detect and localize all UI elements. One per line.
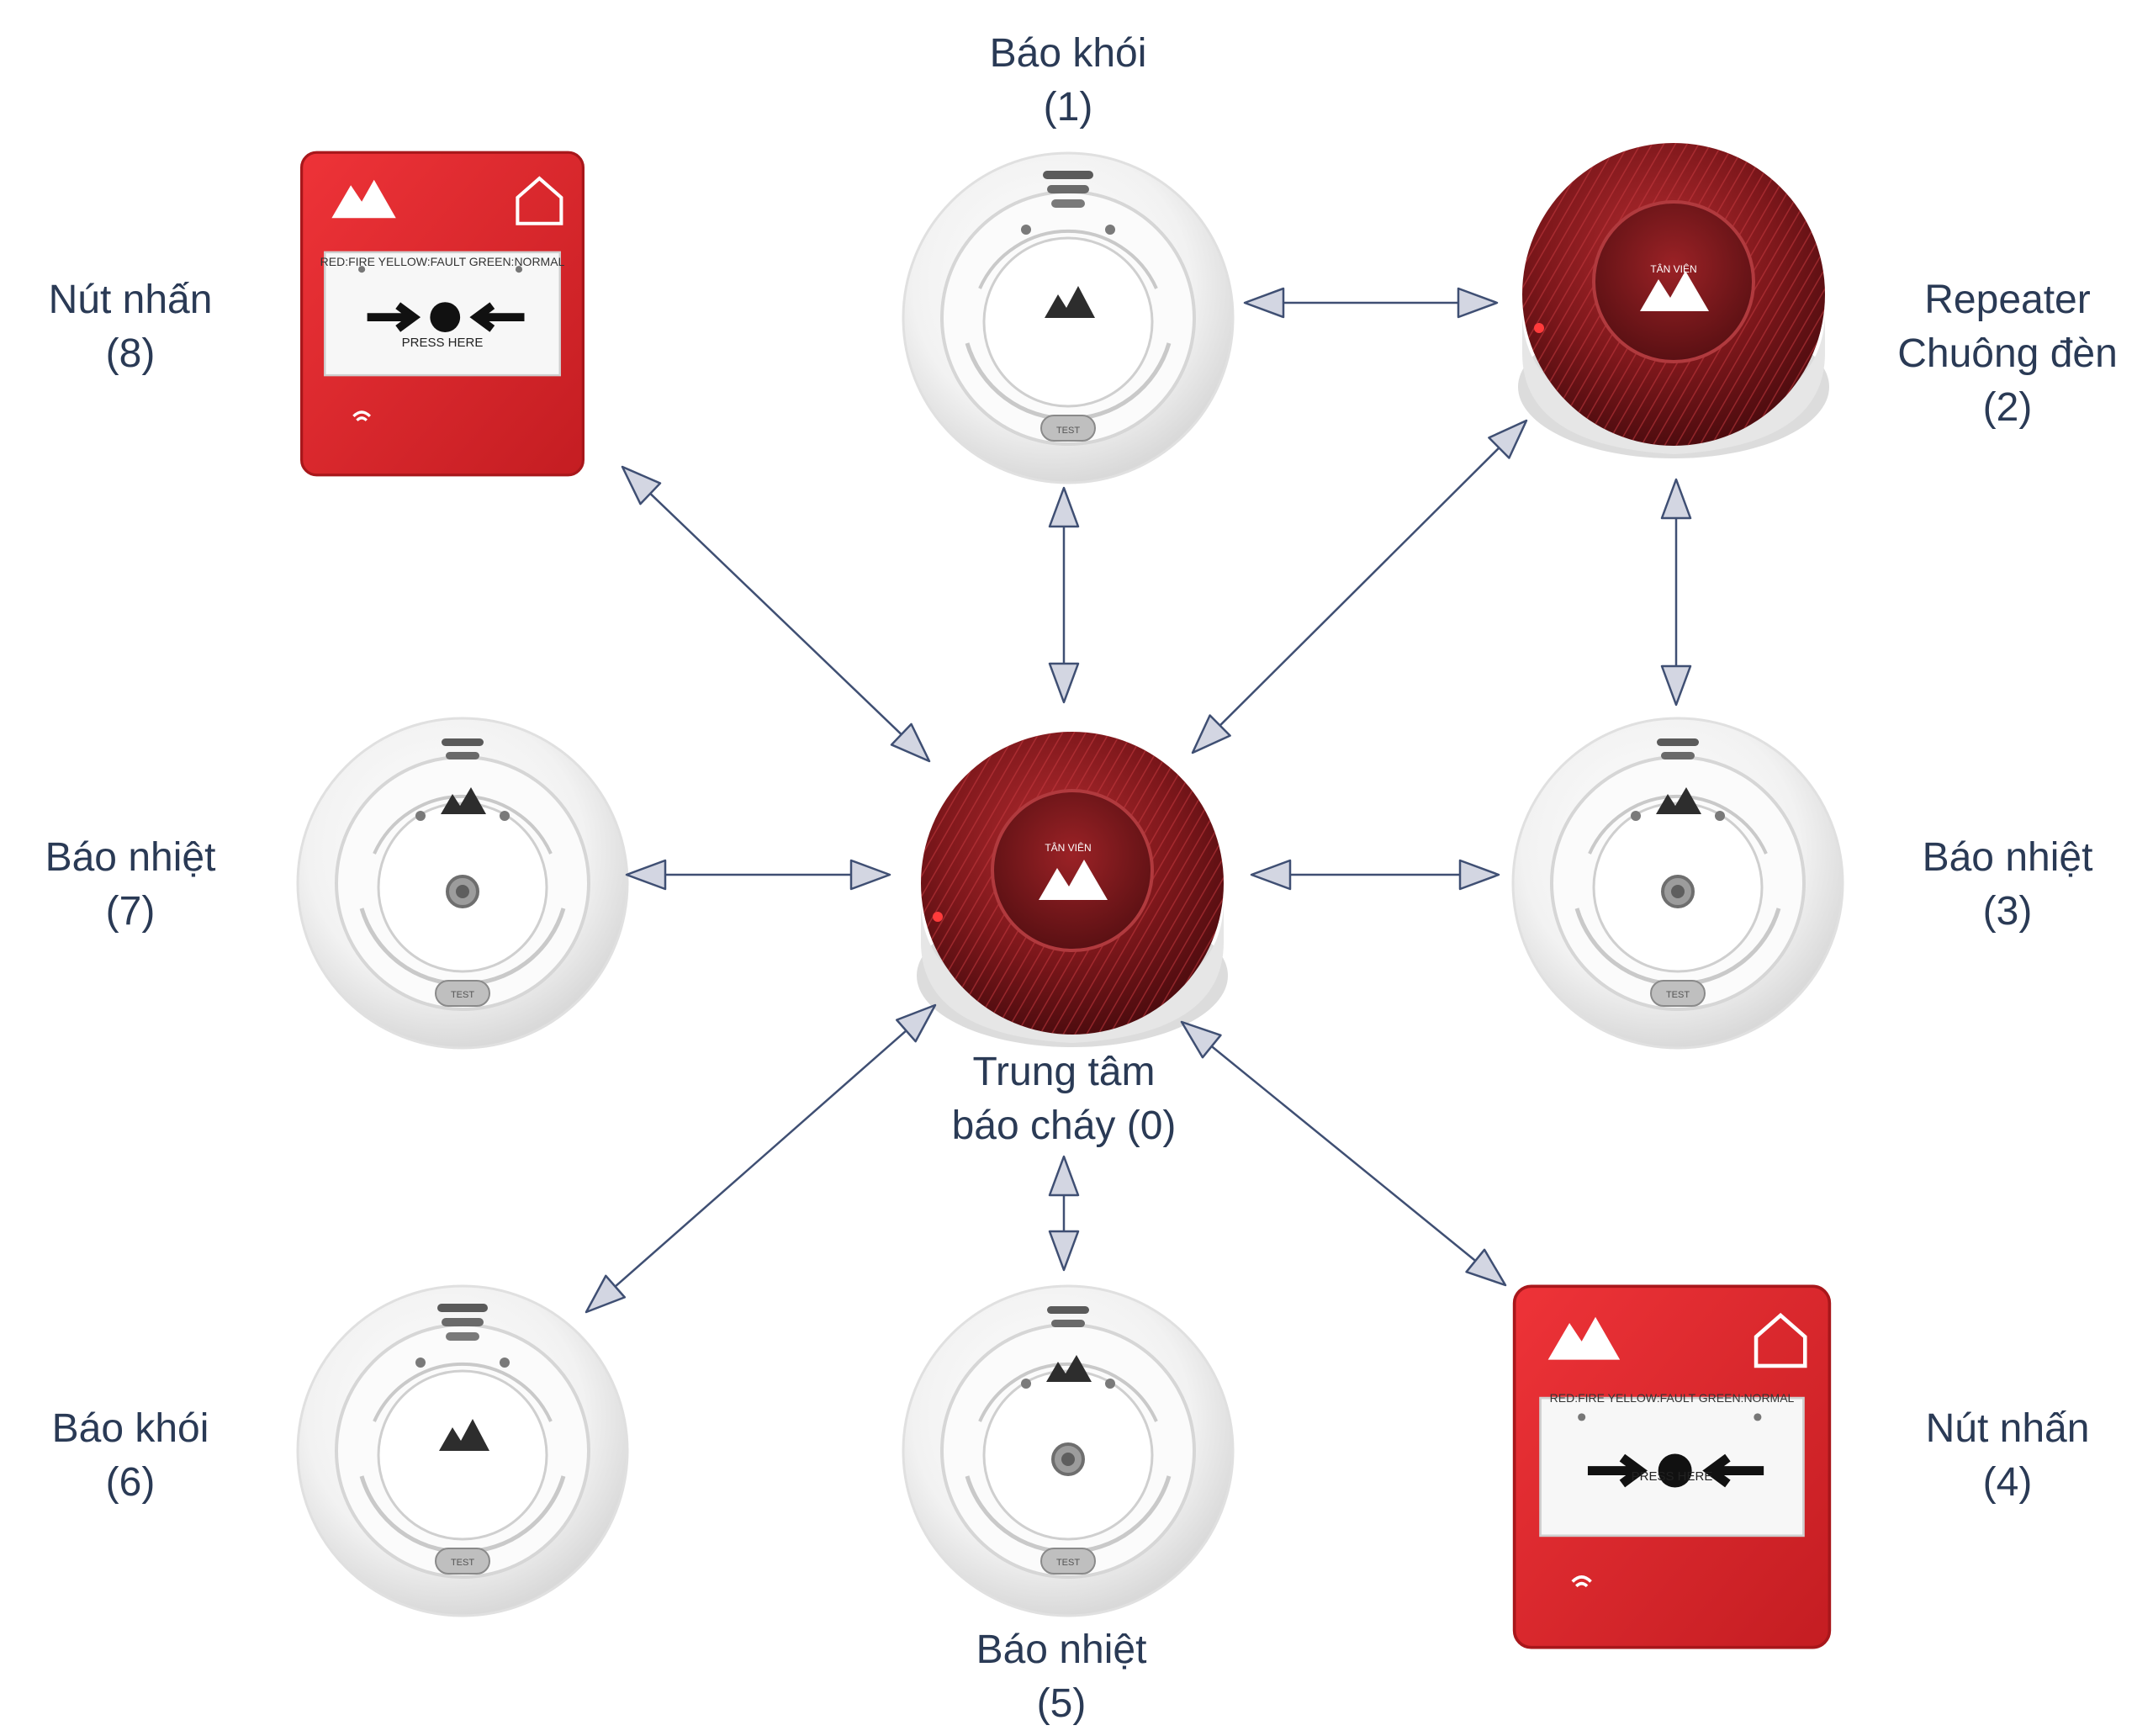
link-0-2-head-start	[1191, 714, 1231, 754]
detector-7-test: TEST	[451, 990, 474, 1000]
link-0-1-head-end	[1048, 662, 1080, 704]
link-0-1-head-start	[1048, 486, 1080, 528]
node-label-5: Báo nhiệt(5)	[976, 1628, 1147, 1726]
link-0-6-head-end	[585, 1274, 627, 1314]
link-0-6-head-start	[895, 1003, 937, 1043]
link-2-3-head-start	[1660, 478, 1692, 520]
link-0-5-head-start	[1048, 1155, 1080, 1197]
link-0-4-head-start	[1180, 1020, 1222, 1059]
wireless-links	[585, 287, 1692, 1314]
mcp-4-press-here: PRESS HERE	[1632, 1469, 1713, 1484]
link-0-3	[1250, 859, 1500, 891]
link-0-2	[1191, 419, 1528, 754]
node-label-4: Nút nhấn(4)	[1925, 1406, 2090, 1505]
link-0-1	[1048, 486, 1080, 704]
mcp-4-legend: RED:FIRE YELLOW:FAULT GREEN:NORMAL	[1550, 1391, 1795, 1405]
link-1-2	[1243, 287, 1499, 319]
node-label-3: Báo nhiệt(3)	[1922, 835, 2093, 934]
detector-5-test: TEST	[1056, 1558, 1080, 1568]
link-2-3-head-end	[1660, 664, 1692, 707]
node-label-7: Báo nhiệt(7)	[45, 835, 216, 934]
link-0-8-head-start	[890, 722, 931, 763]
detector-6-test: TEST	[451, 1558, 474, 1568]
link-0-2-head-end	[1488, 419, 1528, 459]
link-0-7-head-end	[625, 859, 667, 891]
link-1-2-head-start	[1243, 287, 1285, 319]
link-0-8	[621, 465, 931, 763]
mcp-8-press-here: PRESS HERE	[402, 336, 484, 350]
repeater-2-brand: TÂN VIÊN	[1650, 262, 1696, 275]
node-label-6: Báo khói(6)	[51, 1406, 209, 1505]
link-2-3	[1660, 478, 1692, 707]
link-0-3-head-end	[1458, 859, 1500, 891]
panel-0-brand: TÂN VIÊN	[1045, 841, 1091, 854]
link-0-8-head-end	[621, 465, 662, 505]
link-1-2-head-end	[1457, 287, 1499, 319]
mcp-8-legend: RED:FIRE YELLOW:FAULT GREEN:NORMAL	[320, 255, 565, 268]
link-0-5	[1048, 1155, 1080, 1272]
link-0-4-head-end	[1465, 1248, 1507, 1287]
link-0-3-head-start	[1250, 859, 1292, 891]
node-label-1: Báo khói(1)	[989, 31, 1147, 130]
detector-1-test: TEST	[1056, 426, 1080, 436]
link-0-5-head-end	[1048, 1230, 1080, 1272]
link-0-7	[625, 859, 891, 891]
link-0-4	[1180, 1020, 1507, 1287]
link-0-6	[585, 1003, 937, 1314]
link-0-7-head-start	[849, 859, 891, 891]
detector-3-test: TEST	[1666, 990, 1690, 1000]
node-label-8: Nút nhấn(8)	[48, 278, 213, 376]
